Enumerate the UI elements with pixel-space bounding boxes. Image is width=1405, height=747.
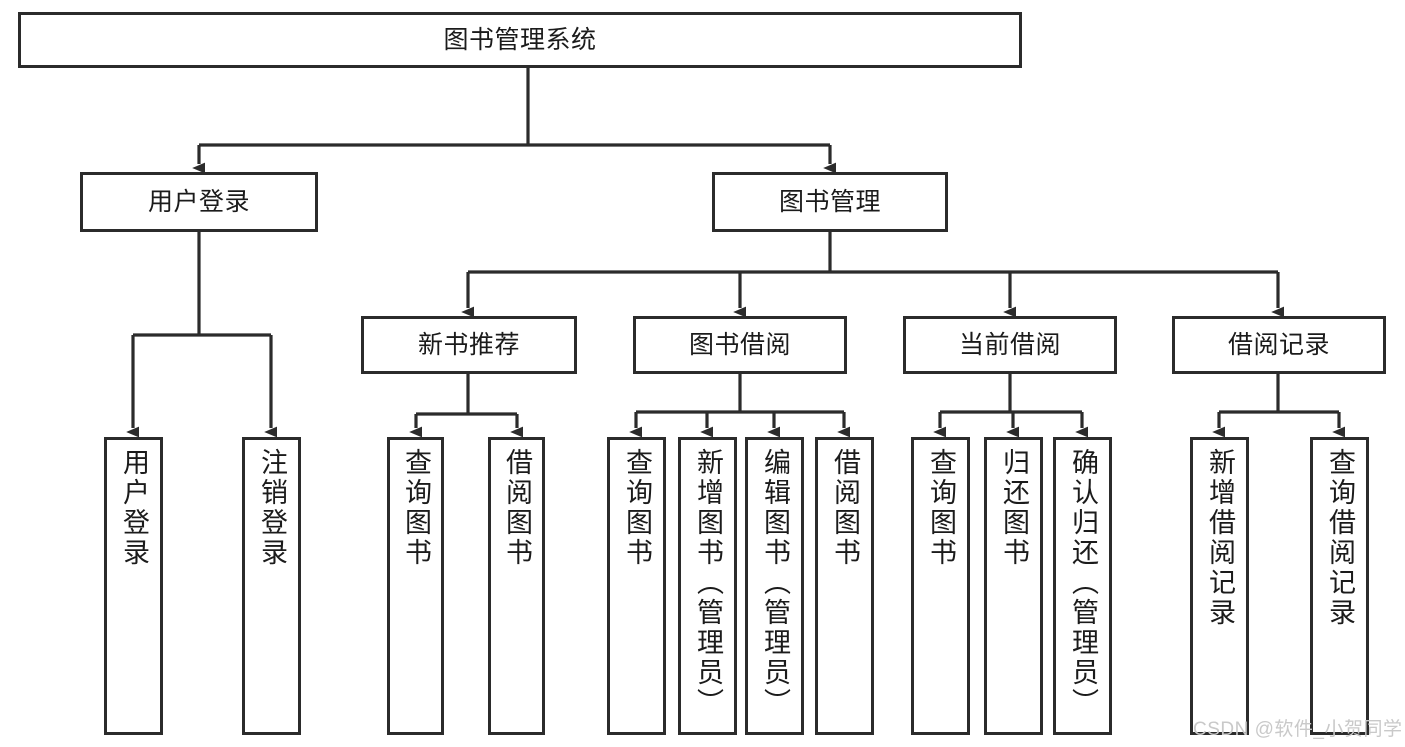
- node-label: 查询借阅记录: [1325, 448, 1355, 628]
- node-borrowing-record[interactable]: 借阅记录: [1172, 316, 1386, 374]
- node-leaf-add-borrow-record[interactable]: 新增借阅记录: [1190, 437, 1249, 735]
- node-leaf-user-login[interactable]: 用户登录: [104, 437, 163, 735]
- node-label: 查询图书: [622, 448, 652, 568]
- node-current-borrowing[interactable]: 当前借阅: [903, 316, 1117, 374]
- node-book-management[interactable]: 图书管理: [712, 172, 948, 232]
- node-label: 图书管理: [778, 187, 881, 216]
- node-root-book-management-system[interactable]: 图书管理系统: [18, 12, 1022, 68]
- node-label: 图书管理系统: [443, 25, 597, 54]
- node-label: 当前借阅: [958, 330, 1061, 359]
- node-leaf-query-borrow-record[interactable]: 查询借阅记录: [1310, 437, 1369, 735]
- node-label: 图书借阅: [688, 330, 791, 359]
- csdn-watermark: CSDN @软件_小贺同学: [1193, 719, 1403, 740]
- node-label: 用户登录: [119, 448, 149, 568]
- node-label: 查询图书: [926, 448, 956, 568]
- node-user-login[interactable]: 用户登录: [80, 172, 318, 232]
- node-label: 新增借阅记录: [1205, 448, 1235, 628]
- node-leaf-query-book-newbook[interactable]: 查询图书: [387, 437, 444, 735]
- node-leaf-return-book[interactable]: 归还图书: [984, 437, 1043, 735]
- node-label: 借阅图书: [830, 448, 860, 568]
- node-label: 新增图书（管理员）: [693, 448, 723, 718]
- node-leaf-query-book-borrowing[interactable]: 查询图书: [607, 437, 666, 735]
- node-label: 归还图书: [999, 448, 1029, 568]
- node-leaf-edit-book-admin[interactable]: 编辑图书（管理员）: [745, 437, 804, 735]
- node-leaf-borrow-book-borrowing[interactable]: 借阅图书: [815, 437, 874, 735]
- node-label: 借阅图书: [502, 448, 532, 568]
- node-label: 新书推荐: [417, 330, 520, 359]
- node-label: 借阅记录: [1227, 330, 1330, 359]
- node-label: 用户登录: [147, 187, 250, 216]
- node-new-book-recommendation[interactable]: 新书推荐: [361, 316, 577, 374]
- node-leaf-add-book-admin[interactable]: 新增图书（管理员）: [678, 437, 737, 735]
- node-leaf-query-book-current[interactable]: 查询图书: [911, 437, 970, 735]
- node-label: 确认归还（管理员）: [1068, 448, 1098, 718]
- node-label: 注销登录: [257, 448, 287, 568]
- node-label: 编辑图书（管理员）: [760, 448, 790, 718]
- node-book-borrowing[interactable]: 图书借阅: [633, 316, 847, 374]
- node-leaf-confirm-return-admin[interactable]: 确认归还（管理员）: [1053, 437, 1112, 735]
- node-leaf-logout[interactable]: 注销登录: [242, 437, 301, 735]
- node-label: 查询图书: [401, 448, 431, 568]
- node-leaf-borrow-book-newbook[interactable]: 借阅图书: [488, 437, 545, 735]
